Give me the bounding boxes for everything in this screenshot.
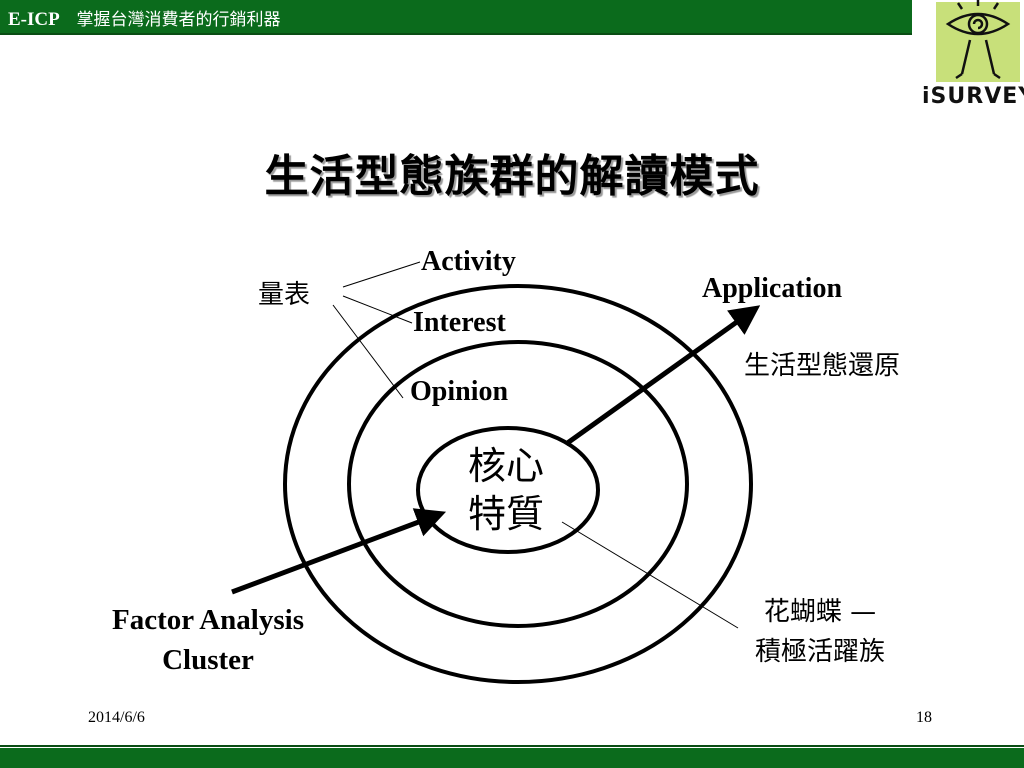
footer-bar xyxy=(0,748,1024,768)
method-line-2: Cluster xyxy=(162,644,254,676)
isurvey-logo xyxy=(936,0,1020,82)
application-note: 生活型態還原 xyxy=(744,351,901,381)
outer-ring xyxy=(283,284,753,684)
footer-divider xyxy=(0,745,1024,747)
core-line-2: 特質 xyxy=(467,492,544,536)
header-brand: E-ICP xyxy=(8,9,60,30)
inner-ring xyxy=(416,426,600,554)
method-label: Factor Analysis Cluster xyxy=(88,600,328,680)
opinion-label: Opinion xyxy=(410,376,509,407)
scale-label: 量表 xyxy=(258,280,311,310)
outbound-arrow xyxy=(564,305,761,447)
core-line-1: 核心 xyxy=(467,444,544,488)
page-title: 生活型態族群的解讀模式 xyxy=(264,151,760,202)
header-text: E-ICP 掌握台灣消費者的行銷利器 xyxy=(8,5,280,31)
eye-spiral-figure-icon xyxy=(945,0,1011,80)
example-line-1: 花蝴蝶 — xyxy=(763,597,877,627)
core-label: 核心 特質 xyxy=(450,442,562,538)
method-line-1: Factor Analysis xyxy=(112,604,304,636)
leader-interest xyxy=(342,295,413,324)
application-label: Application xyxy=(702,273,843,304)
activity-label: Activity xyxy=(421,246,516,277)
leader-example xyxy=(561,521,739,629)
inbound-arrow xyxy=(231,508,447,595)
leader-opinion xyxy=(332,304,404,399)
interest-label: Interest xyxy=(413,307,506,338)
example-line-2: 積極活躍族 xyxy=(754,637,885,667)
footer-date: 2014/6/6 xyxy=(88,709,145,726)
logo-text: iSURVEY xyxy=(922,84,1024,109)
middle-ring xyxy=(347,340,689,628)
leader-activity xyxy=(342,261,421,288)
page-number: 18 xyxy=(916,709,932,726)
example-label: 花蝴蝶 — 積極活躍族 xyxy=(720,592,920,672)
header-bar: E-ICP 掌握台灣消費者的行銷利器 xyxy=(0,0,912,35)
header-subtitle: 掌握台灣消費者的行銷利器 xyxy=(76,10,281,30)
